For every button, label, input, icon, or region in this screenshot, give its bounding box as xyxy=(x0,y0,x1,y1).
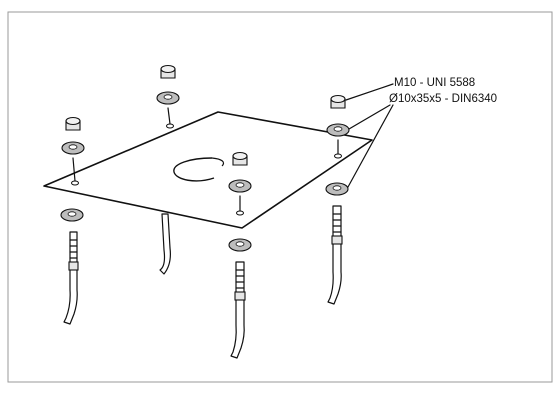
diagram-frame xyxy=(7,11,553,383)
fastener-stack-rear xyxy=(156,64,180,125)
lower-washer-left xyxy=(60,208,84,222)
anchor-bolt-left xyxy=(63,231,79,325)
washer-callout-label: Ø10x35x5 - DIN6340 xyxy=(389,93,497,105)
anchor-bolt-right xyxy=(327,205,343,305)
base-plate xyxy=(43,111,373,229)
fastener-stack-right xyxy=(326,94,350,155)
lower-washer-right xyxy=(325,182,349,196)
lower-washer-front xyxy=(228,238,252,252)
fastener-stack-left xyxy=(61,116,85,182)
anchor-bolt-front xyxy=(230,261,246,359)
nut-callout-label: M10 - UNI 5588 xyxy=(394,77,475,89)
callout-leaders xyxy=(345,83,394,188)
anchor-bolt-rear-left xyxy=(159,213,171,275)
fastener-stack-front xyxy=(228,151,252,212)
